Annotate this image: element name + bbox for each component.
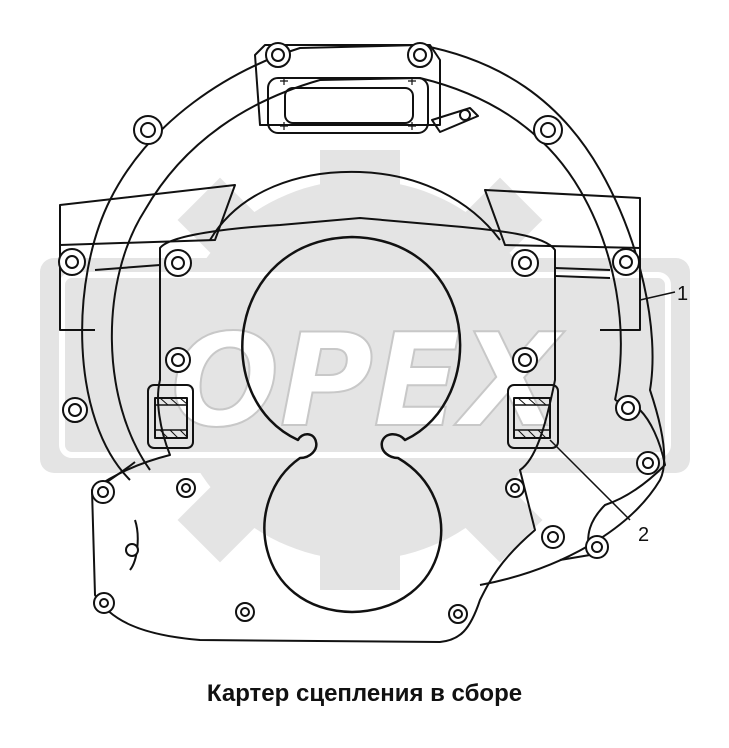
bolt-hole — [533, 115, 563, 145]
bolt-hole — [512, 347, 538, 373]
bolt-hole — [541, 525, 565, 549]
bolt-hole — [58, 248, 86, 276]
bolt-hole — [93, 592, 115, 614]
bolt-hole — [125, 543, 139, 557]
bolt-hole — [265, 42, 291, 68]
bolt-hole — [585, 535, 609, 559]
bolt-hole — [62, 397, 88, 423]
leader-line-1 — [639, 291, 676, 301]
inspection-window-inner — [284, 87, 414, 124]
watermark-band-inner — [59, 272, 671, 458]
window-screws — [280, 77, 416, 130]
bolt-hole — [407, 42, 433, 68]
bolt-hole — [91, 480, 115, 504]
bolt-hole — [615, 395, 641, 421]
outer-housing-contour — [81, 44, 666, 586]
housing-line-art — [59, 44, 676, 643]
inspection-window-outer — [267, 77, 429, 134]
leader-line-2 — [549, 439, 631, 521]
bolt-hole — [636, 451, 660, 475]
callout-1: 1 — [677, 283, 688, 305]
bolt-hole — [235, 602, 255, 622]
watermark-text: OPEX — [171, 307, 565, 456]
bolt-hole — [612, 248, 640, 276]
left-seal-boss — [147, 384, 194, 449]
right-seal-boss — [507, 384, 559, 449]
left-side-flange — [59, 184, 236, 246]
bolt-hole — [448, 604, 468, 624]
top-flange — [254, 44, 441, 126]
right-lower-flange — [559, 399, 666, 561]
bolt-hole — [511, 249, 539, 277]
bolt-holes — [58, 42, 660, 624]
watermark: OPEX — [40, 150, 690, 590]
callout-2: 2 — [638, 524, 649, 546]
inner-housing-contour — [110, 77, 622, 471]
inner-bore-arc — [209, 170, 501, 241]
main-bore-opening — [241, 235, 462, 614]
bolt-hole — [164, 249, 192, 277]
bolt-hole — [165, 347, 191, 373]
watermark-band — [40, 258, 690, 473]
bolt-hole — [505, 478, 525, 498]
adapter-plate — [91, 217, 556, 643]
drawing-caption: Картер сцепления в сборе — [206, 680, 523, 707]
bolt-hole — [133, 115, 163, 145]
window-clip — [431, 107, 479, 133]
bolt-hole — [176, 478, 196, 498]
